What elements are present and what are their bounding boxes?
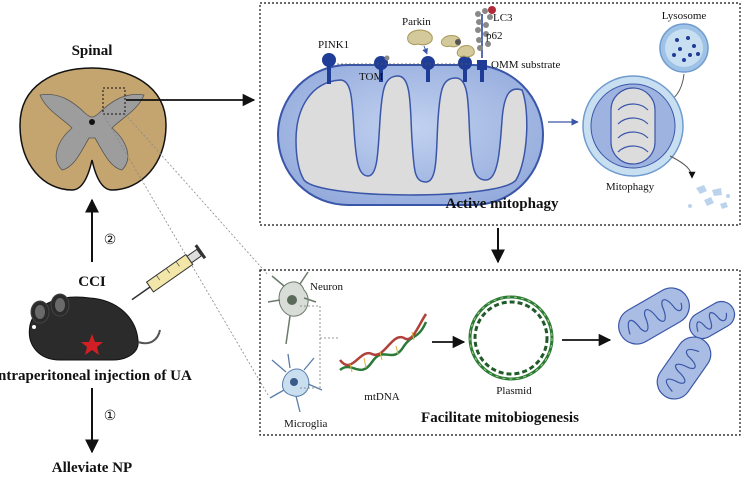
neuron-label: Neuron [310,281,343,293]
mitophagy-title: Active mitophagy [446,196,559,212]
cci-label: CCI [78,274,106,290]
parkin-protein [407,29,433,46]
degradation-arrow [669,155,696,179]
pink1-protein [458,56,472,82]
pink1-label: PINK1 [318,39,349,51]
new-mitochondrion [618,287,690,345]
parkin-protein [441,35,461,48]
degraded-fragments [688,185,730,209]
syringe-icon [131,244,207,301]
mitobiogenesis-panel [259,269,741,436]
omm-substrate-label: OMM substrate [491,59,560,71]
mitochondrion [277,64,544,206]
mitophagy-label: Mitophagy [606,181,655,193]
microglia-label: Microglia [284,418,327,430]
step2-number: ② [104,233,117,248]
microglia-cell [269,353,323,413]
lysosome [659,23,709,73]
step1-number: ① [104,409,117,424]
new-mitochondrion [688,300,736,340]
cells-bracket [300,305,338,389]
plasmid-label: Plasmid [496,385,532,397]
alleviate-label: Alleviate NP [52,460,132,476]
lc3-p62-cluster [475,6,496,51]
pink1-protein [374,55,390,82]
pink1-protein [322,53,336,84]
new-mitochondrion [656,336,712,400]
parkin-arrow [422,45,428,55]
omm-substrate [477,14,487,82]
mitobiogenesis-title: Facilitate mitobiogenesis [421,410,579,426]
mitophagy-panel [259,2,741,226]
autophagosome [582,75,684,177]
mtdna-helix [339,313,428,373]
tom-label: TOM [359,71,383,83]
pink1-protein [421,56,435,82]
plasmid-ring [468,295,554,381]
mouse-illustration [28,293,161,361]
neuron-cell [267,271,317,345]
mtdna-label: mtDNA [364,391,400,403]
parkin-label: Parkin [402,16,431,28]
parkin-protein [456,45,475,58]
injection-site-star [81,334,103,355]
spinal-label: Spinal [72,43,113,59]
injection-label: Intraperitoneal injection of UA [0,368,192,384]
lc3-label: LC3 [493,12,513,24]
spinal-cord [19,67,167,191]
p62-label: p62 [486,30,503,42]
lysosome-label: Lysosome [662,10,707,22]
